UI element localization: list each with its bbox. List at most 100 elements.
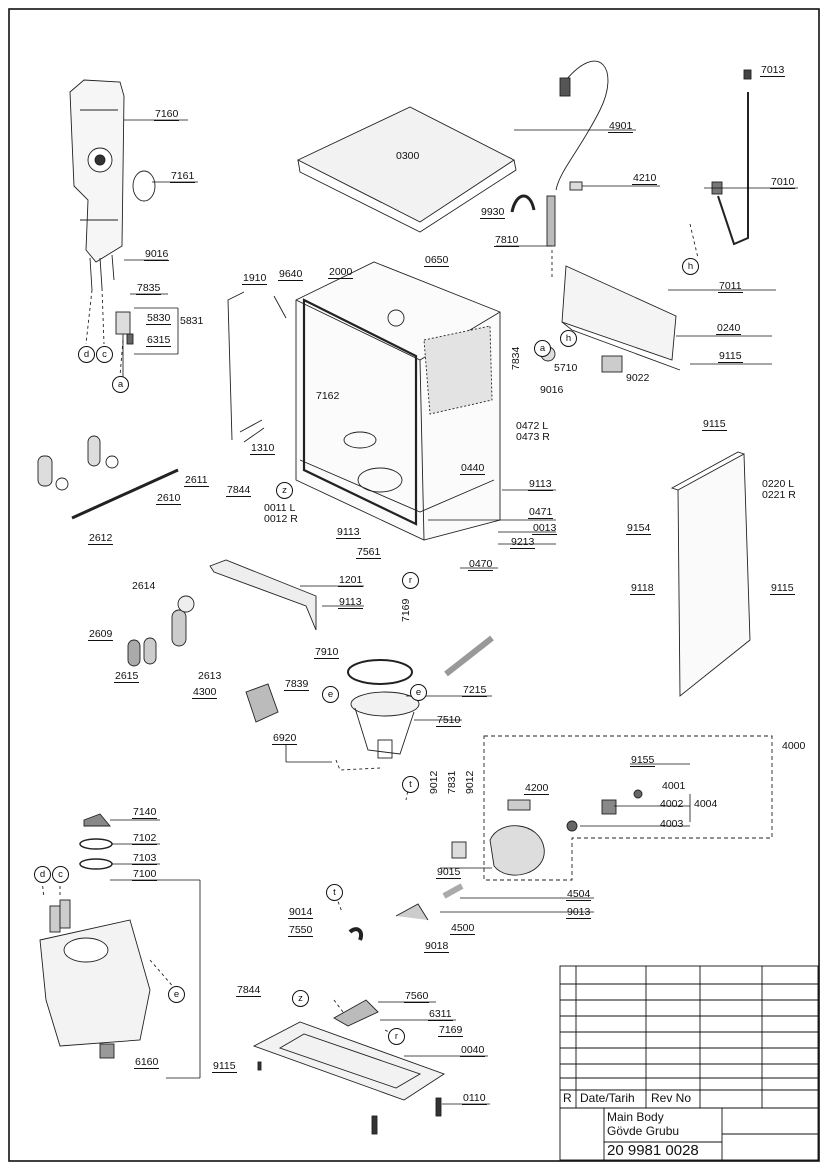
label-7560: 7560	[404, 990, 430, 1003]
part-0110-feet	[435, 1097, 442, 1117]
label-9012-a: 9012	[428, 770, 440, 794]
label-9015: 9015	[436, 866, 462, 879]
label-9014: 9014	[288, 906, 314, 919]
label-7160: 7160	[154, 108, 180, 121]
label-7013: 7013	[760, 64, 786, 77]
label-2612: 2612	[88, 532, 114, 545]
drawing-name-tr: Gövde Grubu	[607, 1124, 680, 1138]
label-0220: 0220 L	[762, 478, 795, 490]
callout-a-2: a	[534, 340, 551, 357]
callout-e-1: e	[322, 686, 339, 703]
label-4200: 4200	[524, 782, 550, 795]
part-4901-cable	[555, 60, 609, 191]
label-0011: 0011 L	[264, 502, 296, 514]
callout-r-1: r	[402, 572, 419, 589]
label-2609: 2609	[88, 628, 114, 641]
label-7010: 7010	[770, 176, 796, 189]
part-2614-piece	[171, 609, 187, 647]
title-block-rev-header: R	[563, 1091, 572, 1105]
part-7010-hose	[717, 92, 749, 246]
label-4004: 4004	[694, 798, 718, 810]
label-0012: 0012 R	[264, 513, 298, 525]
label-4001: 4001	[662, 780, 686, 792]
part-9930-hose-guide	[510, 194, 536, 213]
callout-z-2: z	[292, 990, 309, 1007]
label-5831: 5831	[180, 315, 204, 327]
title-block-revno-header: Rev No	[651, 1091, 692, 1105]
callout-z-1: z	[276, 482, 293, 499]
label-6920: 6920	[272, 732, 298, 745]
label-2614: 2614	[132, 580, 156, 592]
part-7550-elbow	[348, 927, 363, 941]
part-4000-group-outline	[483, 735, 773, 881]
label-0040: 0040	[460, 1044, 486, 1057]
label-4500: 4500	[450, 922, 476, 935]
part-1910-gasket	[227, 291, 245, 441]
part-0040-base	[252, 1021, 446, 1101]
label-9012-b: 9012	[464, 770, 476, 794]
part-2615-piece	[143, 637, 157, 665]
part-7160-shape	[69, 79, 125, 291]
part-7510-sump	[350, 691, 420, 759]
label-6311: 6311	[428, 1008, 453, 1021]
label-9154: 9154	[626, 522, 652, 535]
label-7215: 7215	[462, 684, 488, 697]
label-9013: 9013	[566, 906, 592, 919]
part-7102-ring	[79, 838, 113, 850]
title-block-date-header: Date/Tarih	[580, 1091, 635, 1105]
part-2610-rail	[71, 468, 179, 520]
label-0240: 0240	[716, 322, 742, 335]
label-4002: 4002	[660, 798, 684, 810]
callout-e-3: e	[168, 986, 185, 1003]
callout-d-1: d	[78, 346, 95, 363]
part-9640-strip	[273, 295, 287, 319]
label-4300: 4300	[192, 686, 218, 699]
label-5830: 5830	[146, 312, 172, 325]
label-7910: 7910	[314, 646, 340, 659]
callout-a-1: a	[112, 376, 129, 393]
label-7844-a: 7844	[226, 484, 252, 497]
label-9213: 9213	[510, 536, 536, 549]
part-7831-tube	[451, 841, 467, 859]
label-1201: 1201	[338, 574, 364, 587]
label-4210: 4210	[632, 172, 658, 185]
part-4002-motor	[601, 799, 617, 815]
label-2613: 2613	[198, 670, 222, 682]
label-9113-a: 9113	[336, 526, 361, 539]
part-7910-seal	[347, 659, 413, 685]
title-block-grid	[559, 965, 819, 1161]
label-7011: 7011	[718, 280, 743, 293]
label-9155: 9155	[630, 754, 656, 767]
label-2000: 2000	[328, 266, 354, 279]
label-0471: 0471	[528, 506, 554, 519]
part-4504-hose	[442, 883, 464, 899]
part-0300-worktop	[296, 106, 515, 223]
label-4003: 4003	[660, 818, 684, 830]
callout-h-1: h	[560, 330, 577, 347]
label-0650: 0650	[424, 254, 450, 267]
part-7810-hose	[546, 195, 556, 247]
callout-c-1: c	[96, 346, 113, 363]
label-0300: 0300	[396, 150, 420, 162]
label-0221: 0221 R	[762, 489, 796, 501]
label-9640: 9640	[278, 268, 304, 281]
part-7835-valve	[115, 311, 134, 378]
label-4901: 4901	[608, 120, 634, 133]
label-1910: 1910	[242, 272, 268, 285]
label-9018: 9018	[424, 940, 450, 953]
label-9115-c: 9115	[770, 582, 795, 595]
label-9115-b: 9115	[702, 418, 727, 431]
part-7215-pipe	[444, 635, 494, 677]
label-9930: 9930	[480, 206, 506, 219]
label-7140: 7140	[132, 806, 158, 819]
part-0240-panel	[561, 265, 681, 371]
part-7161-seal	[132, 170, 156, 202]
part-0220-side-panel	[670, 451, 751, 697]
drawing-name-en: Main Body	[607, 1110, 664, 1124]
label-7169-a: 7169	[400, 598, 412, 622]
callout-h-2: h	[682, 258, 699, 275]
label-7161: 7161	[170, 170, 196, 183]
label-7831: 7831	[446, 770, 458, 794]
callout-c-2: c	[52, 866, 69, 883]
